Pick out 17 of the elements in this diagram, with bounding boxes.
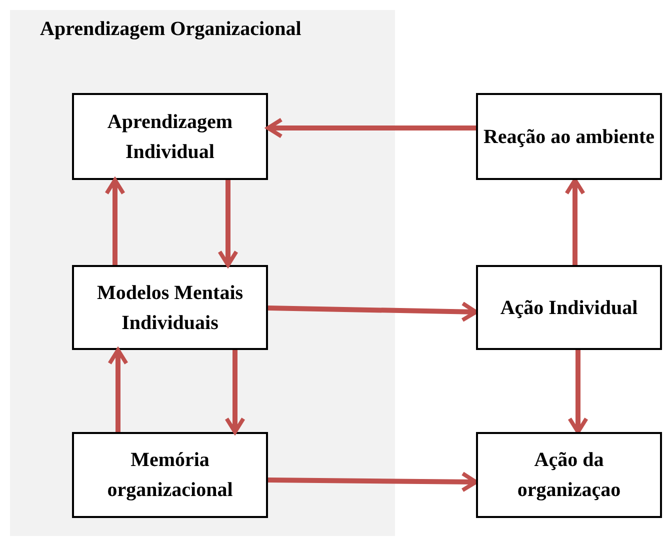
arrow — [108, 348, 128, 432]
process-box: Ação da organizaçao — [476, 432, 662, 518]
process-box: Ação Individual — [476, 265, 662, 350]
process-box: Memória organizacional — [72, 432, 268, 518]
process-box: Modelos Mentais Individuais — [72, 265, 268, 350]
process-box: Reação ao ambiente — [476, 93, 662, 180]
arrow — [266, 118, 476, 138]
arrow — [564, 178, 586, 265]
arrow — [268, 472, 478, 492]
group-title: Aprendizagem Organizacional — [40, 17, 302, 42]
process-box: Aprendizagem Individual — [72, 93, 268, 180]
arrow — [224, 350, 246, 434]
group-panel — [10, 10, 395, 536]
arrow — [104, 178, 126, 265]
arrow — [268, 301, 478, 322]
arrow — [568, 350, 588, 434]
arrow — [218, 180, 238, 267]
